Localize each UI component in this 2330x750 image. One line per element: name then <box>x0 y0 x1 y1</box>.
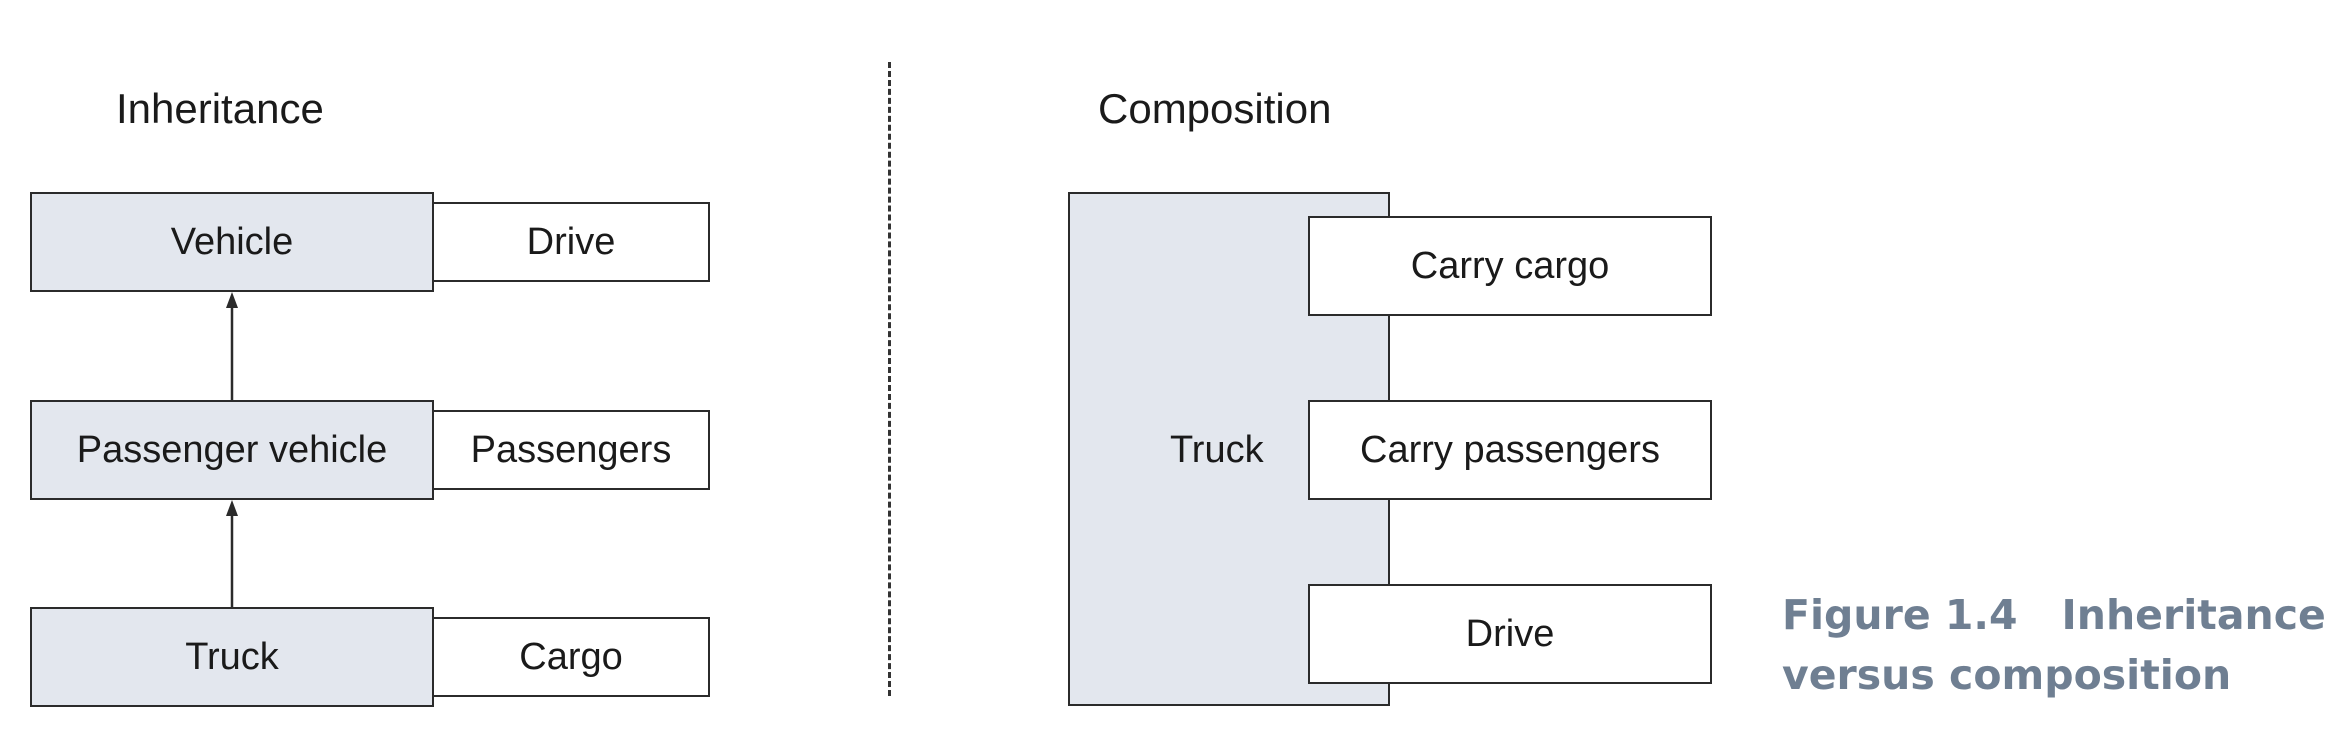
figure-caption: Figure 1.4 Inheritance versus composition <box>1782 585 2326 705</box>
section-divider <box>888 62 891 696</box>
composition-heading: Composition <box>1098 85 1332 132</box>
vehicle-class-box: Vehicle <box>30 192 434 292</box>
inheritance-arrow-truck-to-passenger <box>226 500 238 607</box>
cargo-member-box: Cargo <box>432 617 710 697</box>
drive-component-box: Drive <box>1308 584 1712 684</box>
inheritance-arrow-passenger-to-vehicle <box>226 292 238 400</box>
carry-passengers-component-box: Carry passengers <box>1308 400 1712 500</box>
passenger-vehicle-class-box: Passenger vehicle <box>30 400 434 500</box>
caption-title-line-1: Inheritance <box>2061 591 2326 639</box>
drive-member-box: Drive <box>432 202 710 282</box>
truck-class-box: Truck <box>30 607 434 707</box>
caption-line-1: Figure 1.4 Inheritance <box>1782 585 2326 645</box>
truck-container-label: Truck <box>1170 429 1264 471</box>
caption-figure-number: Figure 1.4 <box>1782 591 2018 639</box>
inheritance-heading: Inheritance <box>116 85 324 132</box>
caption-title-line-2: versus composition <box>1782 651 2232 699</box>
carry-cargo-component-box: Carry cargo <box>1308 216 1712 316</box>
passengers-member-box: Passengers <box>432 410 710 490</box>
